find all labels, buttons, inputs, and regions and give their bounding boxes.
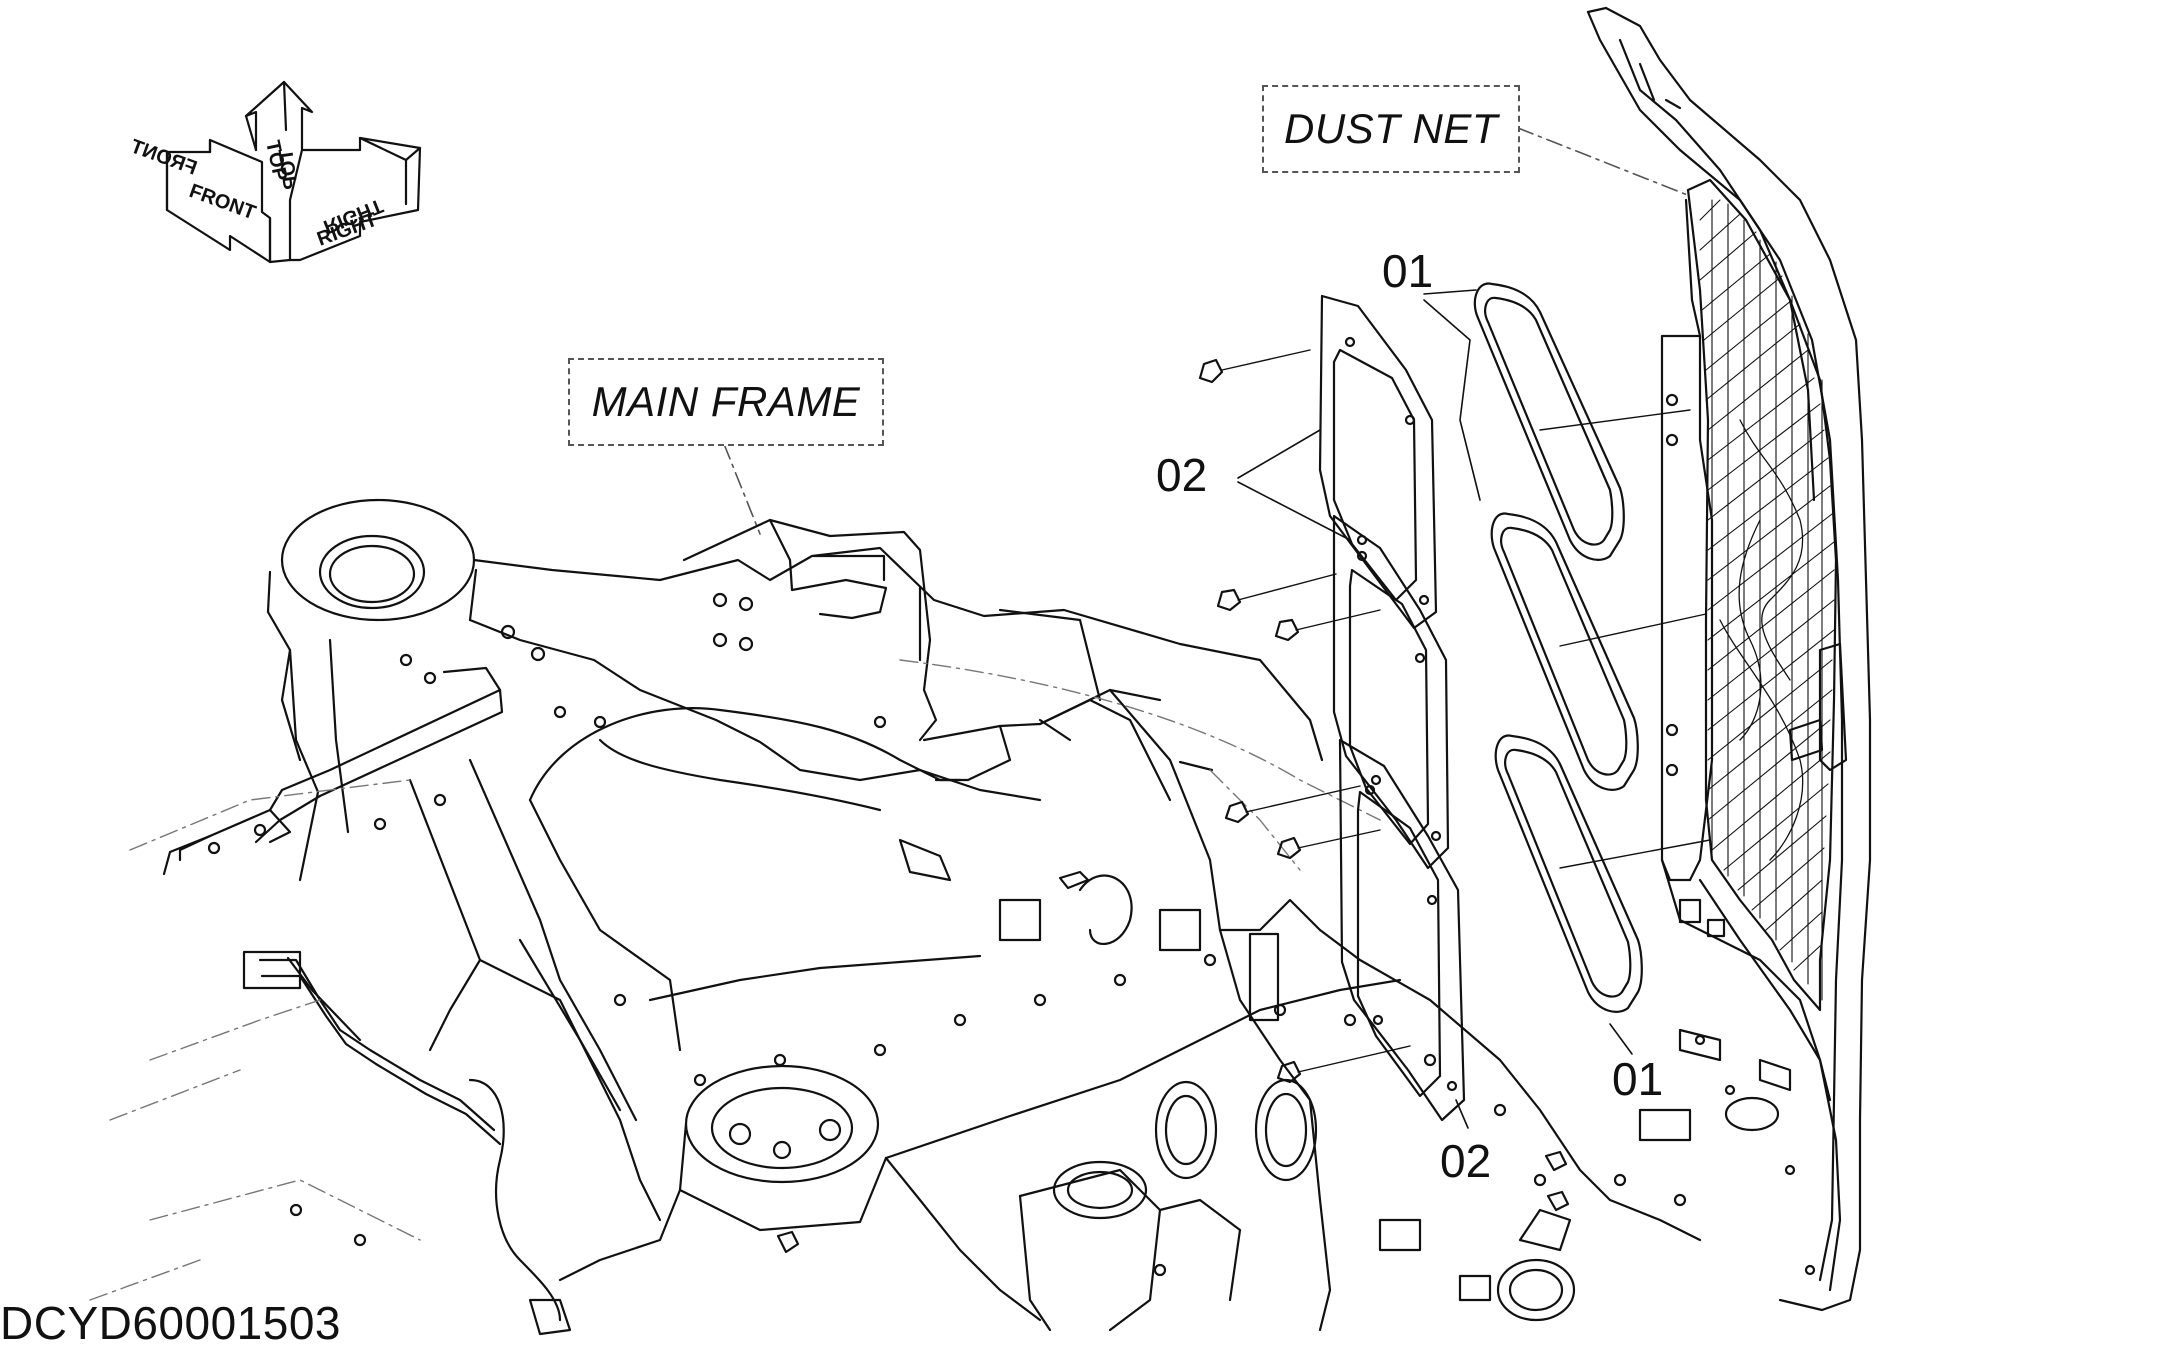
orientation-top-text: TOP (275, 147, 302, 190)
part-leader-lines (1237, 289, 1633, 1129)
drawing-code: DCYD60001503 (0, 1297, 342, 1345)
leader-lines (723, 127, 1691, 535)
bolt-icon (776, 349, 1570, 1254)
seal-icon (1473, 282, 1711, 1013)
main-frame-drawing (89, 498, 1702, 1336)
orientation-front-mirror-text: FRONT (128, 135, 200, 179)
main-frame-label: MAIN FRAME (591, 378, 861, 425)
main-frame-callout: MAIN FRAME (568, 358, 884, 446)
dust-net-callout: DUST NET (1262, 85, 1520, 173)
dust-net-mesh-icon (1586, 6, 1872, 1312)
part-number-01-top: 01 (1382, 245, 1434, 297)
gasket-icon (1318, 294, 1466, 1122)
part-number-01-bottom: 01 (1612, 1053, 1664, 1105)
dust-net-mesh-lines (1699, 199, 1835, 1001)
part-number-02-left: 02 (1156, 449, 1208, 501)
orientation-front-text: FRONT (186, 180, 258, 224)
part-number-02-bottom: 02 (1440, 1135, 1492, 1187)
dust-net-label: DUST NET (1284, 105, 1498, 152)
orientation-arrows-icon: FRONT FRONT TOP TOP RIGHT RIGHT (128, 80, 422, 264)
